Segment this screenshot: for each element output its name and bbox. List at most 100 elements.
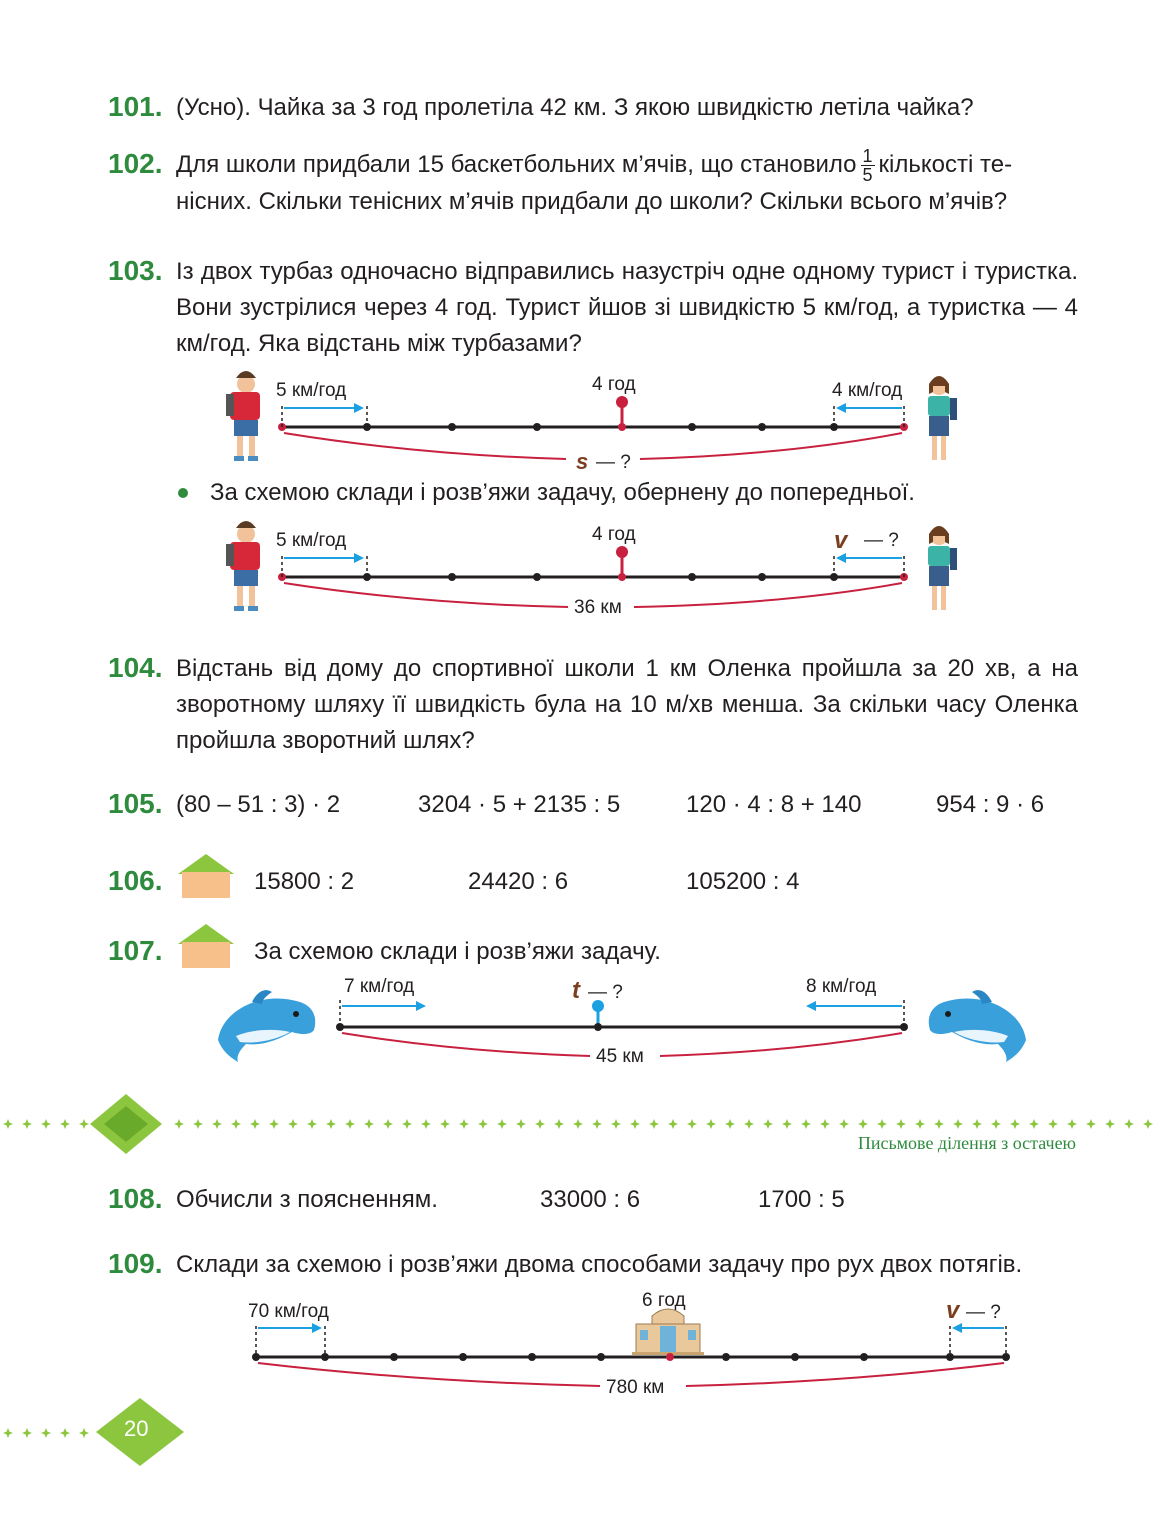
star-ornament [443, 1119, 447, 1129]
left-speed-label: 5 км/год [276, 530, 346, 551]
star-ornament [440, 1122, 450, 1126]
star-ornament [1048, 1122, 1058, 1126]
star-ornament [937, 1119, 941, 1129]
star-ornament [234, 1119, 238, 1129]
star-ornament [668, 1122, 678, 1126]
star-ornament [1089, 1119, 1093, 1129]
task-number: 101. [108, 91, 163, 122]
star-ornament [345, 1122, 355, 1126]
star-ornament [307, 1122, 317, 1126]
star-ornament [272, 1119, 276, 1129]
star-ornament [44, 1428, 48, 1438]
star-ornament [22, 1122, 32, 1126]
expression: 24420 : 6 [468, 868, 569, 895]
task-number-106: 106. [108, 865, 163, 896]
star-ornament [63, 1119, 67, 1129]
star-ornament [212, 1122, 222, 1126]
star-ornament [364, 1122, 374, 1126]
star-ornament [554, 1122, 564, 1126]
section-header: Письмове ділення з остачею [857, 1133, 1076, 1153]
star-ornament [329, 1119, 333, 1129]
task-text: Склади за схемою і розв’яжи двома способ… [176, 1251, 1023, 1278]
expression: 33000 : 6 [540, 1186, 641, 1213]
task-text: Із двох турбаз одночасно відправились на… [176, 258, 1078, 357]
star-ornament [595, 1119, 599, 1129]
task-text: Обчисли з поясненням. [176, 1186, 438, 1213]
star-ornament [44, 1119, 48, 1129]
star-ornament [994, 1119, 998, 1129]
distance-variable: s [576, 449, 588, 474]
task-number-105: 105. [108, 788, 163, 819]
right-speed-label: 4 км/год [832, 380, 902, 401]
star-ornament [462, 1119, 466, 1129]
star-ornament [424, 1119, 428, 1129]
star-ornament [1127, 1119, 1131, 1129]
star-ornament [79, 1122, 89, 1126]
speed-question: — ? [864, 530, 899, 551]
task-103-followup: За схемою склади і розв’яжи задачу, обер… [210, 479, 915, 506]
task-text: За схемою склади і розв’яжи задачу. [254, 938, 661, 965]
task-number-108: 108. [108, 1183, 163, 1214]
star-ornament [402, 1122, 412, 1126]
star-ornament [41, 1122, 51, 1126]
star-ornament [1067, 1122, 1077, 1126]
star-ornament [1086, 1122, 1096, 1126]
star-ornament [763, 1122, 773, 1126]
star-ornament [253, 1119, 257, 1129]
star-ornament [60, 1122, 70, 1126]
train-station-icon [632, 1308, 704, 1355]
star-ornament [934, 1122, 944, 1126]
star-ornament [896, 1122, 906, 1126]
star-ornament [877, 1122, 887, 1126]
star-ornament [614, 1119, 618, 1129]
star-ornament [744, 1122, 754, 1126]
star-ornament [1108, 1119, 1112, 1129]
star-ornament [519, 1119, 523, 1129]
fraction-denominator: 5 [862, 165, 873, 186]
star-ornament [3, 1122, 13, 1126]
task-number: 104. [108, 652, 163, 683]
star-ornament [576, 1119, 580, 1129]
star-ornament [915, 1122, 925, 1126]
time-label: 6 год [642, 1290, 686, 1311]
star-ornament [652, 1119, 656, 1129]
star-ornament [690, 1119, 694, 1129]
dolphin-icon [218, 990, 316, 1062]
house-icon [178, 854, 234, 898]
star-ornament [1032, 1119, 1036, 1129]
star-ornament [22, 1431, 32, 1435]
task-text: Відстань від дому до спортивної школи 1 … [176, 655, 1078, 754]
time-variable: t [572, 977, 581, 1004]
star-ornament [706, 1122, 716, 1126]
star-ornament [459, 1122, 469, 1126]
task-text-part: нісних. Скільки тенісних м’ячів придбали… [176, 188, 1008, 216]
star-ornament [1143, 1122, 1153, 1126]
star-ornament [880, 1119, 884, 1129]
time-label: 4 год [592, 524, 636, 545]
star-ornament [1010, 1122, 1020, 1126]
star-ornament [842, 1119, 846, 1129]
distance-label: 780 км [606, 1377, 664, 1398]
tourist-girl-icon [928, 376, 957, 460]
star-ornament [1013, 1119, 1017, 1129]
task-text-part: кількості те- [878, 151, 1013, 178]
star-ornament [782, 1122, 792, 1126]
star-ornament [231, 1122, 241, 1126]
star-ornament [269, 1122, 279, 1126]
star-ornament [1051, 1119, 1055, 1129]
task-number-107: 107. [108, 935, 163, 966]
star-ornament [899, 1119, 903, 1129]
expression: 3204 · 5 + 2135 : 5 [418, 791, 621, 818]
star-ornament [839, 1122, 849, 1126]
star-ornament [823, 1119, 827, 1129]
time-label: 4 год [592, 374, 636, 395]
dolphin-icon [928, 990, 1026, 1062]
tourist-boy-icon [226, 521, 260, 611]
star-ornament [687, 1122, 697, 1126]
star-ornament [1146, 1119, 1150, 1129]
star-ornament [1029, 1122, 1039, 1126]
star-ornament [918, 1119, 922, 1129]
